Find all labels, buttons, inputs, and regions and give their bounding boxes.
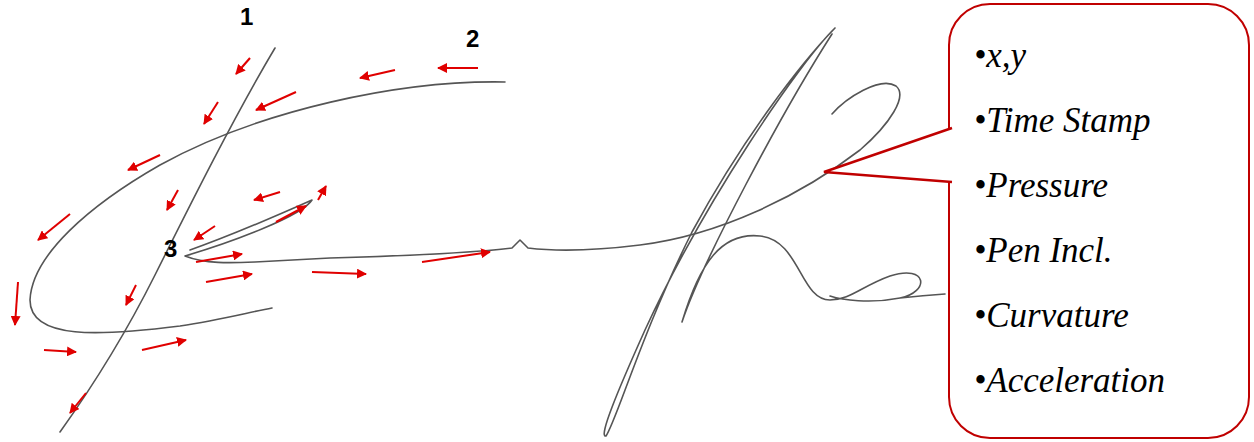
direction-arrow: [422, 252, 490, 262]
callout-number: 3: [164, 236, 177, 262]
callout-number: 1: [240, 4, 253, 30]
direction-arrow: [126, 285, 136, 305]
feature-item: •Time Stamp: [974, 88, 1248, 153]
pen-stroke: [185, 83, 900, 262]
direction-arrow: [70, 393, 86, 413]
direction-arrow: [254, 192, 280, 200]
callout-number: 2: [466, 26, 479, 52]
direction-arrow: [312, 272, 366, 274]
pen-stroke: [682, 34, 945, 322]
feature-item: •x,y: [974, 23, 1248, 88]
pen-stroke: [604, 28, 835, 436]
direction-arrow: [318, 186, 326, 200]
direction-arrow: [167, 190, 178, 210]
pen-stroke: [30, 82, 505, 333]
direction-arrow: [194, 226, 215, 240]
feature-item: •Pressure: [974, 153, 1248, 218]
direction-arrow: [38, 214, 70, 240]
direction-arrow: [236, 58, 250, 74]
direction-arrow: [276, 206, 306, 222]
direction-arrow: [360, 70, 395, 78]
direction-arrow: [438, 67, 478, 69]
direction-arrow: [204, 102, 218, 124]
feature-item: •Pen Incl.: [974, 218, 1248, 283]
direction-arrow: [196, 254, 242, 262]
direction-arrow: [256, 92, 296, 110]
direction-arrow: [142, 340, 186, 350]
direction-arrow: [44, 350, 76, 352]
feature-item: •Curvature: [974, 283, 1248, 348]
callout-leader: [824, 128, 952, 182]
pen-stroke: [60, 48, 275, 432]
direction-arrow: [128, 155, 160, 170]
callout-box: •x,y•Time Stamp•Pressure•Pen Incl.•Curva…: [948, 3, 1250, 439]
feature-item: •Acceleration: [974, 348, 1248, 413]
direction-arrow: [15, 282, 18, 325]
direction-arrow: [206, 274, 252, 282]
